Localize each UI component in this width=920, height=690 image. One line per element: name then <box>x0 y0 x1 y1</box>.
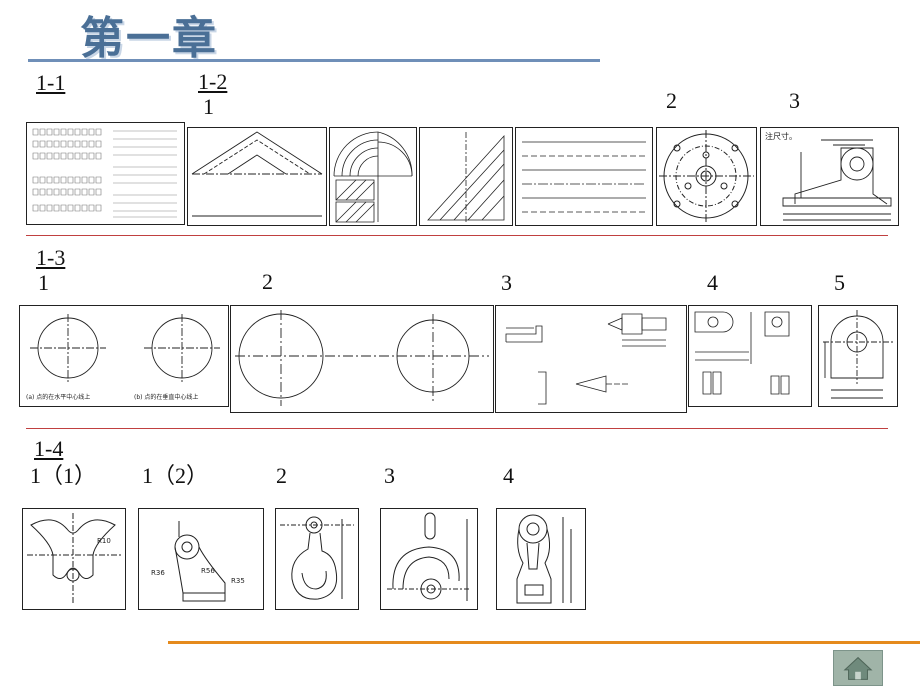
caption-a: (a) 点的在水平中心线上 <box>26 393 90 401</box>
section-1-4-item-3: 3 <box>384 463 395 488</box>
thumb-arcs-hatching[interactable] <box>329 127 417 226</box>
parallel-lines-drawing <box>516 128 652 225</box>
thumb-bearing-block[interactable] <box>818 305 898 407</box>
bracket-note: 注尺寸。 <box>765 131 797 141</box>
dim-r36: R36 <box>151 569 165 577</box>
thumb-flange-circle[interactable] <box>656 127 757 226</box>
two-circles-drawing: (a) 点的在水平中心线上 (b) 点的在垂直中心线上 <box>26 306 228 401</box>
section-divider-1 <box>26 235 888 236</box>
section-1-4-heading: 1-4 <box>34 436 64 461</box>
forked-part-drawing: R10 <box>23 509 125 609</box>
section-1-3-item-4: 4 <box>707 270 718 295</box>
section-1-3-heading: 1-3 <box>36 245 66 270</box>
home-button[interactable] <box>833 650 883 686</box>
dim-r35: R35 <box>231 577 245 585</box>
title-underline <box>28 59 600 62</box>
home-icon <box>834 651 882 685</box>
thumb-triangle-hatch[interactable] <box>419 127 513 226</box>
bearing-block-drawing <box>819 306 897 406</box>
section-1-3-item-2: 2 <box>262 269 273 294</box>
section-divider-2 <box>26 428 888 429</box>
crane-hook-drawing <box>381 509 477 609</box>
thumb-bracket-dimensioned[interactable]: 注尺寸。 <box>760 127 899 226</box>
caption-b: (b) 点的在垂直中心线上 <box>134 393 198 401</box>
triangle-hatch-drawing <box>420 128 512 225</box>
flange-drawing <box>657 128 756 225</box>
section-1-4-item-4: 4 <box>503 463 514 488</box>
section-1-4-item-1-2: 1（2） <box>142 463 209 488</box>
dim-r56: R56 <box>201 567 215 575</box>
section-1-2-item-3: 3 <box>789 88 800 113</box>
thumb-hook[interactable] <box>275 508 359 610</box>
section-1-2-heading: 1-2 <box>198 69 228 94</box>
footer-rule <box>168 641 920 644</box>
section-1-3-item-3: 3 <box>501 270 512 295</box>
thumb-views-dimensions[interactable] <box>688 305 812 407</box>
thumb-dimension-practice[interactable] <box>495 305 687 413</box>
section-1-4-item-1-1: 1（1） <box>30 463 97 488</box>
section-1-2-item-1: 1 <box>203 94 214 119</box>
thumb-crane-hook[interactable] <box>380 508 478 610</box>
page-title: 第一章 <box>80 13 218 64</box>
large-circles-drawing <box>231 306 493 412</box>
thumb-two-circles-centerlines[interactable]: (a) 点的在水平中心线上 (b) 点的在垂直中心线上 <box>19 305 229 407</box>
arcs-hatching-drawing <box>330 128 416 225</box>
section-1-4-item-2: 2 <box>276 463 287 488</box>
thumb-forked-part[interactable]: R10 <box>22 508 126 610</box>
thumb-parallel-lines[interactable] <box>515 127 653 226</box>
link-drawing <box>497 509 585 609</box>
lever-drawing: R56 R36 R35 <box>151 509 245 609</box>
thumb-lettering-practice[interactable] <box>26 122 185 225</box>
thumb-large-circles[interactable] <box>230 305 494 413</box>
section-1-2-item-2: 2 <box>666 88 677 113</box>
lettering-drawing <box>27 123 184 224</box>
dimension-practice-drawing <box>496 306 686 412</box>
hook-drawing <box>276 509 358 609</box>
line-types-drawing <box>188 128 326 225</box>
thumb-line-types[interactable] <box>187 127 327 226</box>
section-1-1-heading: 1-1 <box>36 70 66 95</box>
bracket-drawing: 注尺寸。 <box>765 131 898 225</box>
dim-r10: R10 <box>97 537 111 545</box>
section-1-3-item-5: 5 <box>834 270 845 295</box>
views-dimensions-drawing <box>689 306 811 406</box>
section-1-3-item-1: 1 <box>38 270 49 295</box>
thumb-lever[interactable]: R56 R36 R35 <box>138 508 264 610</box>
thumb-link[interactable] <box>496 508 586 610</box>
